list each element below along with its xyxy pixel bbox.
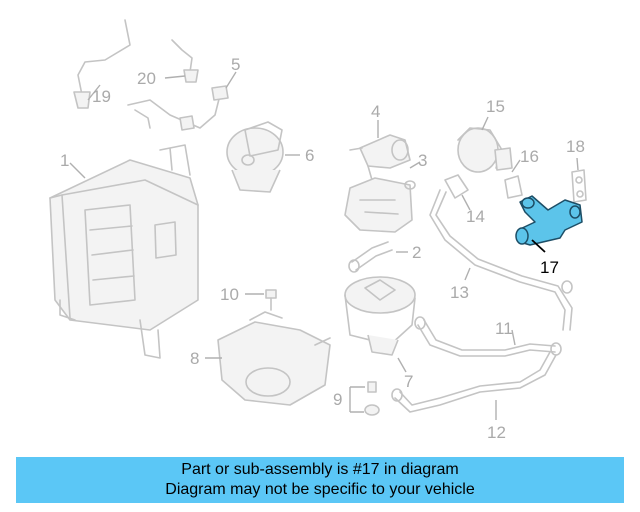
callout-13: 13 [450, 283, 469, 302]
part-2-hose [348, 241, 393, 273]
part-12-hose [391, 351, 557, 413]
callout-7: 7 [404, 372, 413, 391]
part-7-pump [344, 276, 416, 356]
callout-10: 10 [220, 285, 239, 304]
part-4-valve [349, 134, 411, 181]
part-8-bracket [217, 311, 331, 406]
callout-6: 6 [305, 146, 314, 165]
callout-20: 20 [137, 69, 156, 88]
callout-19: 19 [92, 87, 111, 106]
banner-line-2: Diagram may not be specific to your vehi… [165, 481, 475, 498]
callout-3: 3 [418, 151, 427, 170]
part-5-harness [127, 85, 229, 131]
part-9-fasteners [364, 381, 380, 416]
callout-16: 16 [520, 147, 539, 166]
callout-9: 9 [333, 390, 342, 409]
part-3-bracket [344, 177, 416, 233]
part-13-pipe [429, 189, 573, 331]
part-19-20-sensors [73, 19, 199, 109]
callout-4: 4 [371, 102, 380, 121]
callout-17: 17 [540, 258, 559, 277]
callout-labels: 1 2 3 4 5 6 7 8 9 10 11 12 13 14 15 16 1… [60, 55, 585, 442]
parts-diagram: 1 2 3 4 5 6 7 8 9 10 11 12 13 14 15 16 1… [49, 19, 587, 442]
part-gaskets [444, 169, 587, 203]
part-11-hose [414, 316, 562, 357]
callout-14: 14 [466, 207, 485, 226]
part-10-bolt [265, 289, 277, 311]
info-banner: Part or sub-assembly is #17 in diagram D… [16, 457, 624, 503]
part-15-valve [457, 127, 513, 173]
banner-line-1: Part or sub-assembly is #17 in diagram [181, 461, 459, 478]
callout-2: 2 [412, 243, 421, 262]
callout-8: 8 [190, 349, 199, 368]
callout-1: 1 [60, 151, 69, 170]
callout-5: 5 [231, 55, 240, 74]
part-17-pipe-highlighted[interactable] [515, 195, 583, 246]
callout-12: 12 [487, 423, 506, 442]
leader-lines [69, 71, 579, 420]
callout-18: 18 [566, 137, 585, 156]
callout-11: 11 [495, 319, 513, 338]
callout-15: 15 [486, 97, 505, 116]
part-1-canister [49, 144, 199, 359]
part-6-valve [226, 121, 284, 193]
